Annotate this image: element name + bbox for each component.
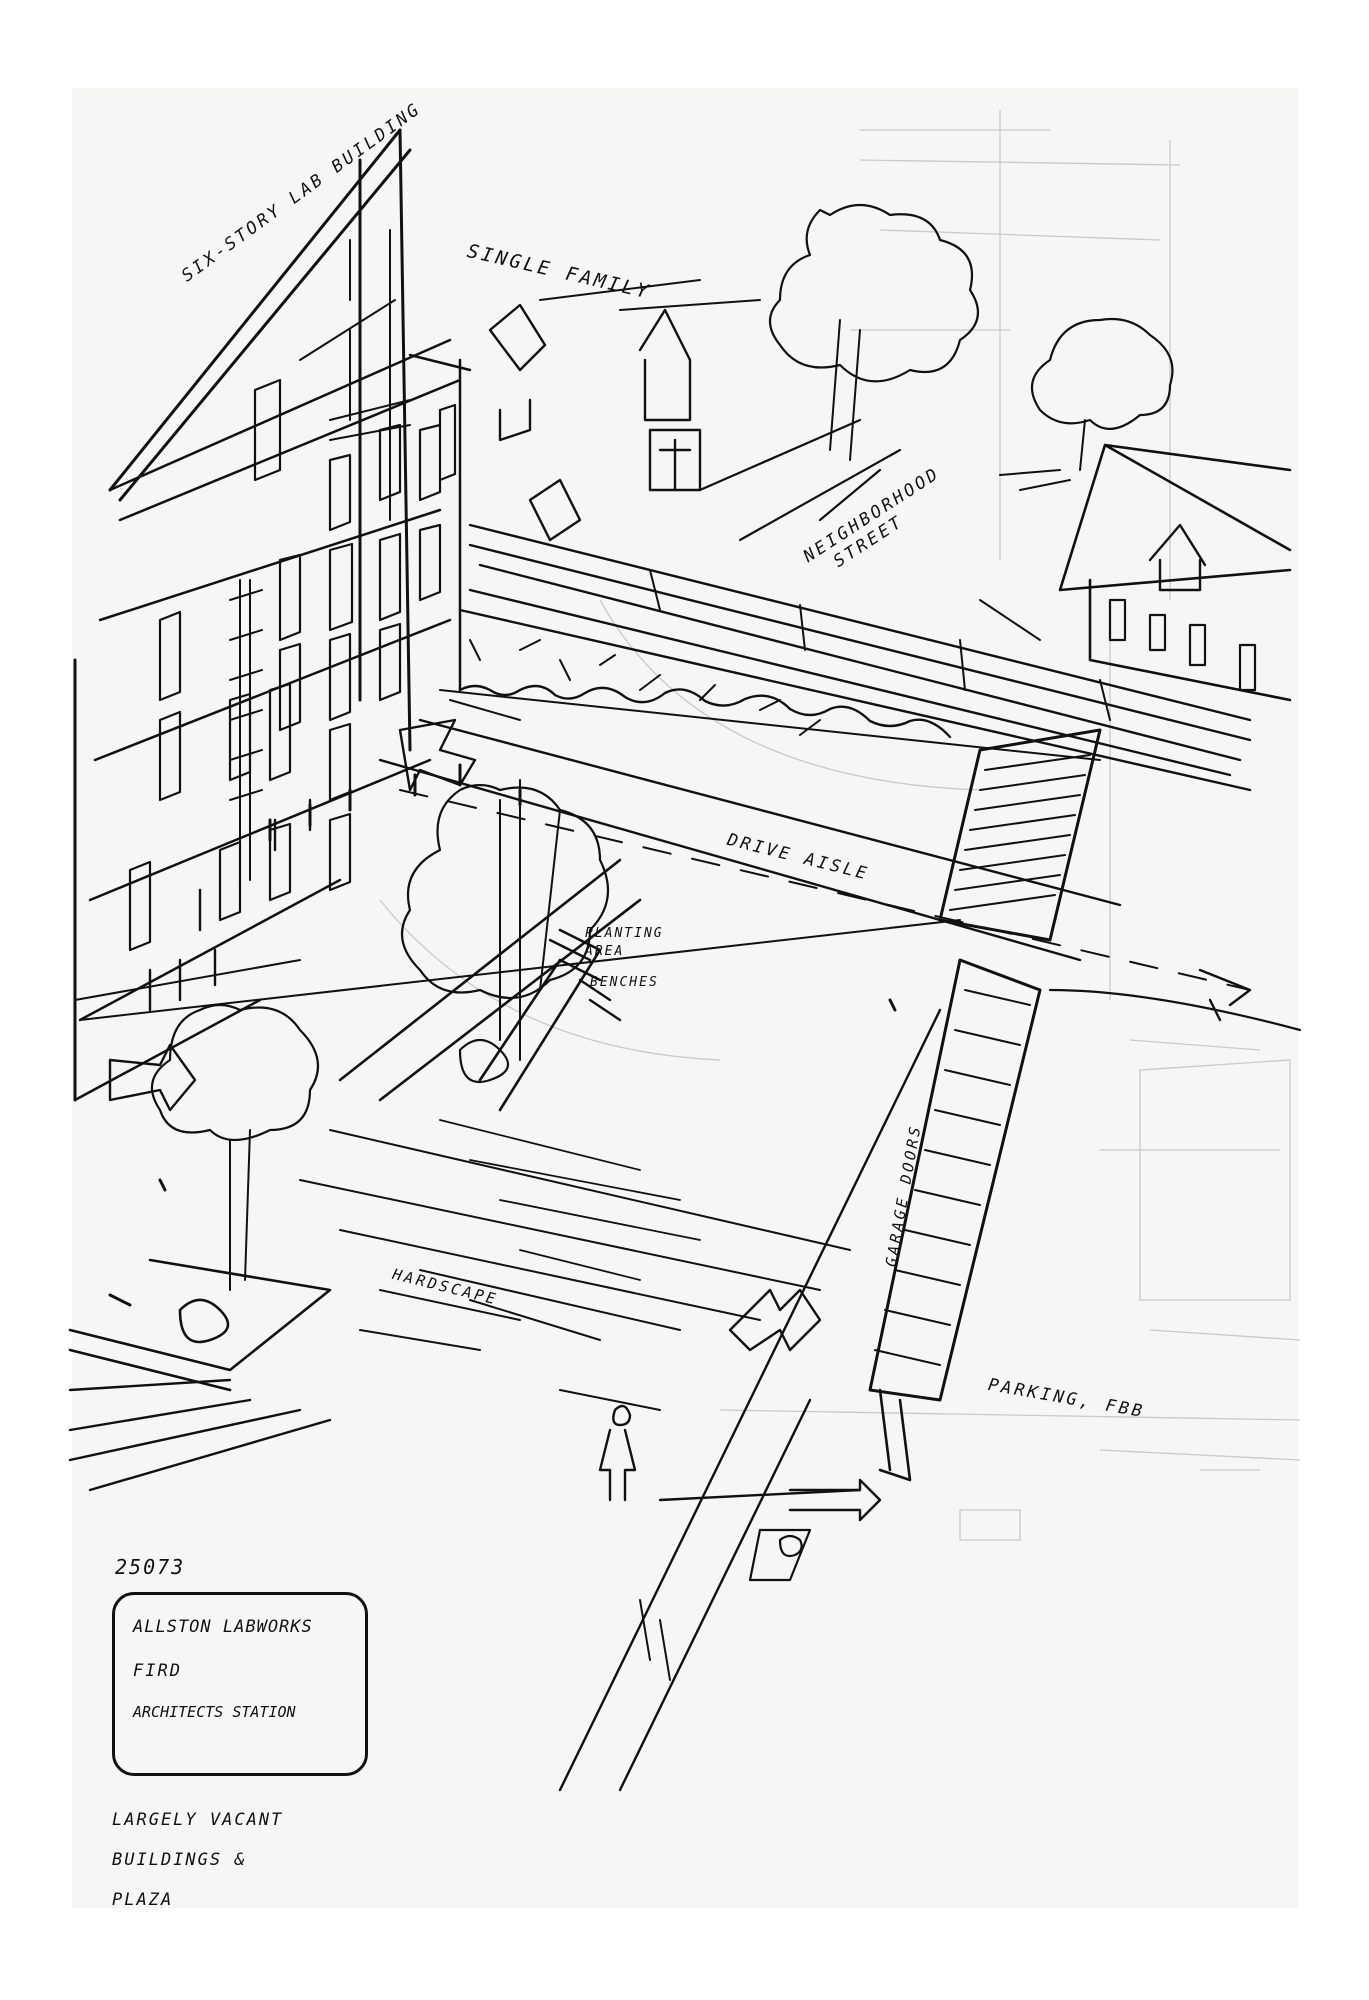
- street-trees: [768, 204, 1174, 471]
- arrow-icon-right: [1198, 968, 1252, 1022]
- six-story-lab-building: [73, 128, 472, 1102]
- arrow-icon-plaza: [728, 1288, 822, 1352]
- sidewalk-edge: [558, 1008, 942, 1792]
- note-line-3: PLAZA: [112, 1890, 174, 1910]
- title-line-3: ARCHITECTS STATION: [133, 1703, 296, 1721]
- note-line-1: LARGELY VACANT: [112, 1810, 284, 1830]
- garage-building: [868, 728, 1102, 1482]
- circulation-arrows: [108, 718, 1252, 1522]
- note-line-2: BUILDINGS &: [112, 1850, 247, 1870]
- planting-area: [338, 779, 642, 1112]
- corner-house: [979, 443, 1292, 702]
- person-figure: [598, 1404, 637, 1502]
- faint-underlay: [379, 110, 1301, 1541]
- arrow-icon-left: [108, 1043, 197, 1112]
- project-number: 25073: [115, 1555, 186, 1579]
- title-line-2: FIRD: [133, 1661, 182, 1681]
- arrow-icon-bottom: [788, 1478, 882, 1522]
- hedge-row: [458, 639, 952, 739]
- label-benches: BENCHES: [590, 975, 659, 990]
- arrow-icon-top: [398, 718, 477, 792]
- bollards: [108, 763, 897, 1307]
- lower-left-tree: [68, 1003, 332, 1492]
- plaza-ground: [74, 718, 1302, 1411]
- single-family-houses: [488, 279, 761, 542]
- label-planting-area: PLANTING AREA: [585, 926, 664, 959]
- title-block-frame: ALLSTON LABWORKS FIRD ARCHITECTS STATION: [112, 1592, 368, 1776]
- title-line-1: ALLSTON LABWORKS: [133, 1617, 313, 1637]
- neighborhood-street: [439, 418, 1252, 792]
